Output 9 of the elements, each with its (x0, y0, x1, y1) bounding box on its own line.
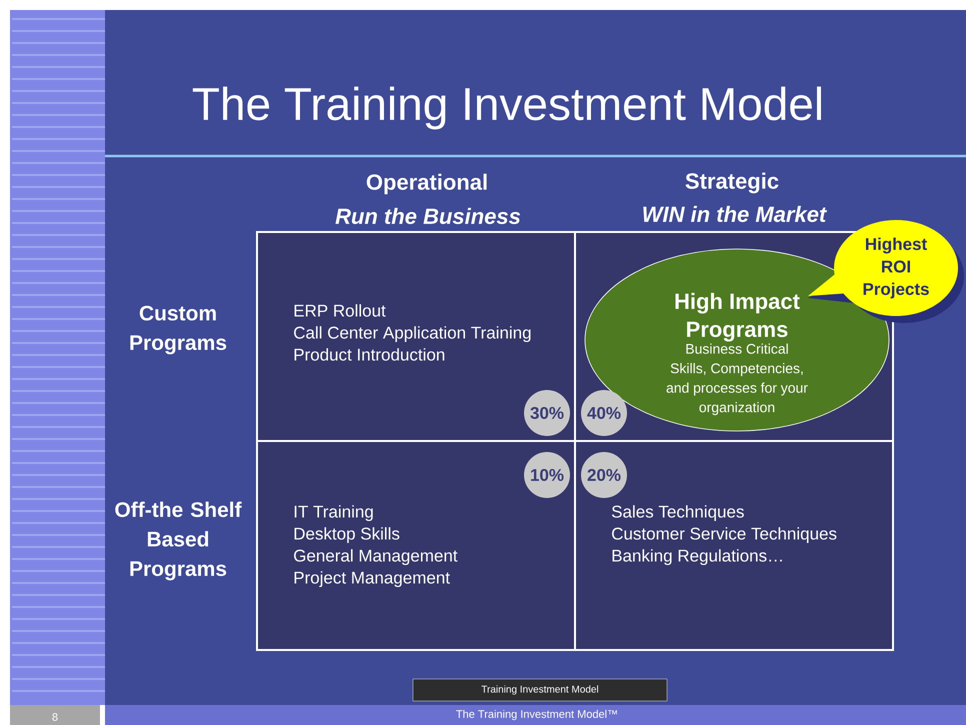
row-header: Off-the Shelf Based Programs (115, 502, 242, 580)
source-note: Training Investment Model (412, 678, 668, 702)
title: The Training Investment Model (192, 86, 821, 130)
page-number-box: 8 (10, 705, 100, 725)
column-header: Strategic (686, 172, 778, 194)
column-header: Run the Business (336, 208, 520, 224)
column-header: Operational (366, 174, 487, 194)
row-header: Custom Programs (130, 306, 226, 354)
column-header: WIN in the Market (643, 206, 828, 222)
